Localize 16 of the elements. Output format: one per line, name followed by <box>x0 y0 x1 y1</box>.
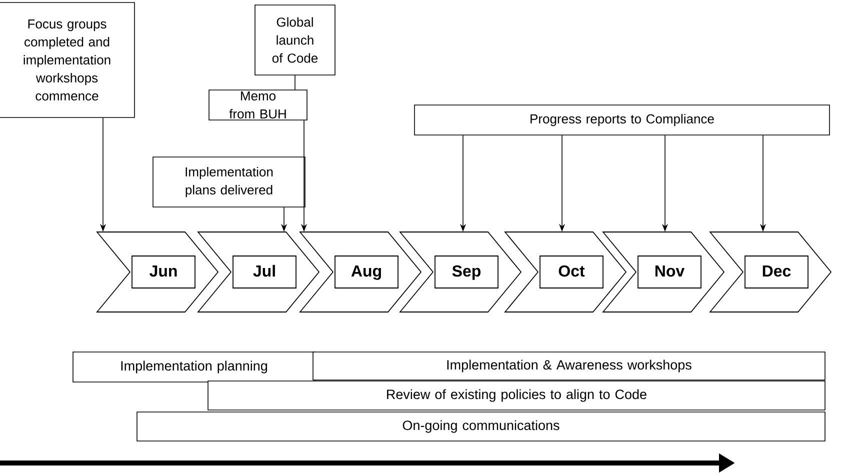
event-box: Progress reports to Compliance <box>414 104 830 136</box>
activity-bar: Implementation planning <box>72 352 316 382</box>
month-segment: Aug <box>299 232 422 312</box>
event-box: Global launch of Code <box>254 4 336 76</box>
month-segment: Dec <box>709 232 832 312</box>
event-box: Memo from BUH <box>208 90 308 120</box>
event-box: Implementation plans delivered <box>152 156 306 208</box>
month-segment: Oct <box>504 232 627 312</box>
event-box: Focus groups completed and implementation workshops commence <box>0 2 135 118</box>
activity-bar: Implementation & Awareness workshops <box>312 352 826 380</box>
month-segment: Sep <box>399 232 522 312</box>
month-segment: Jun <box>96 232 219 312</box>
connector-line <box>294 75 296 90</box>
activity-bar: On-going communications <box>136 412 826 442</box>
month-segment: Jul <box>197 232 320 312</box>
month-segment: Nov <box>602 232 725 312</box>
